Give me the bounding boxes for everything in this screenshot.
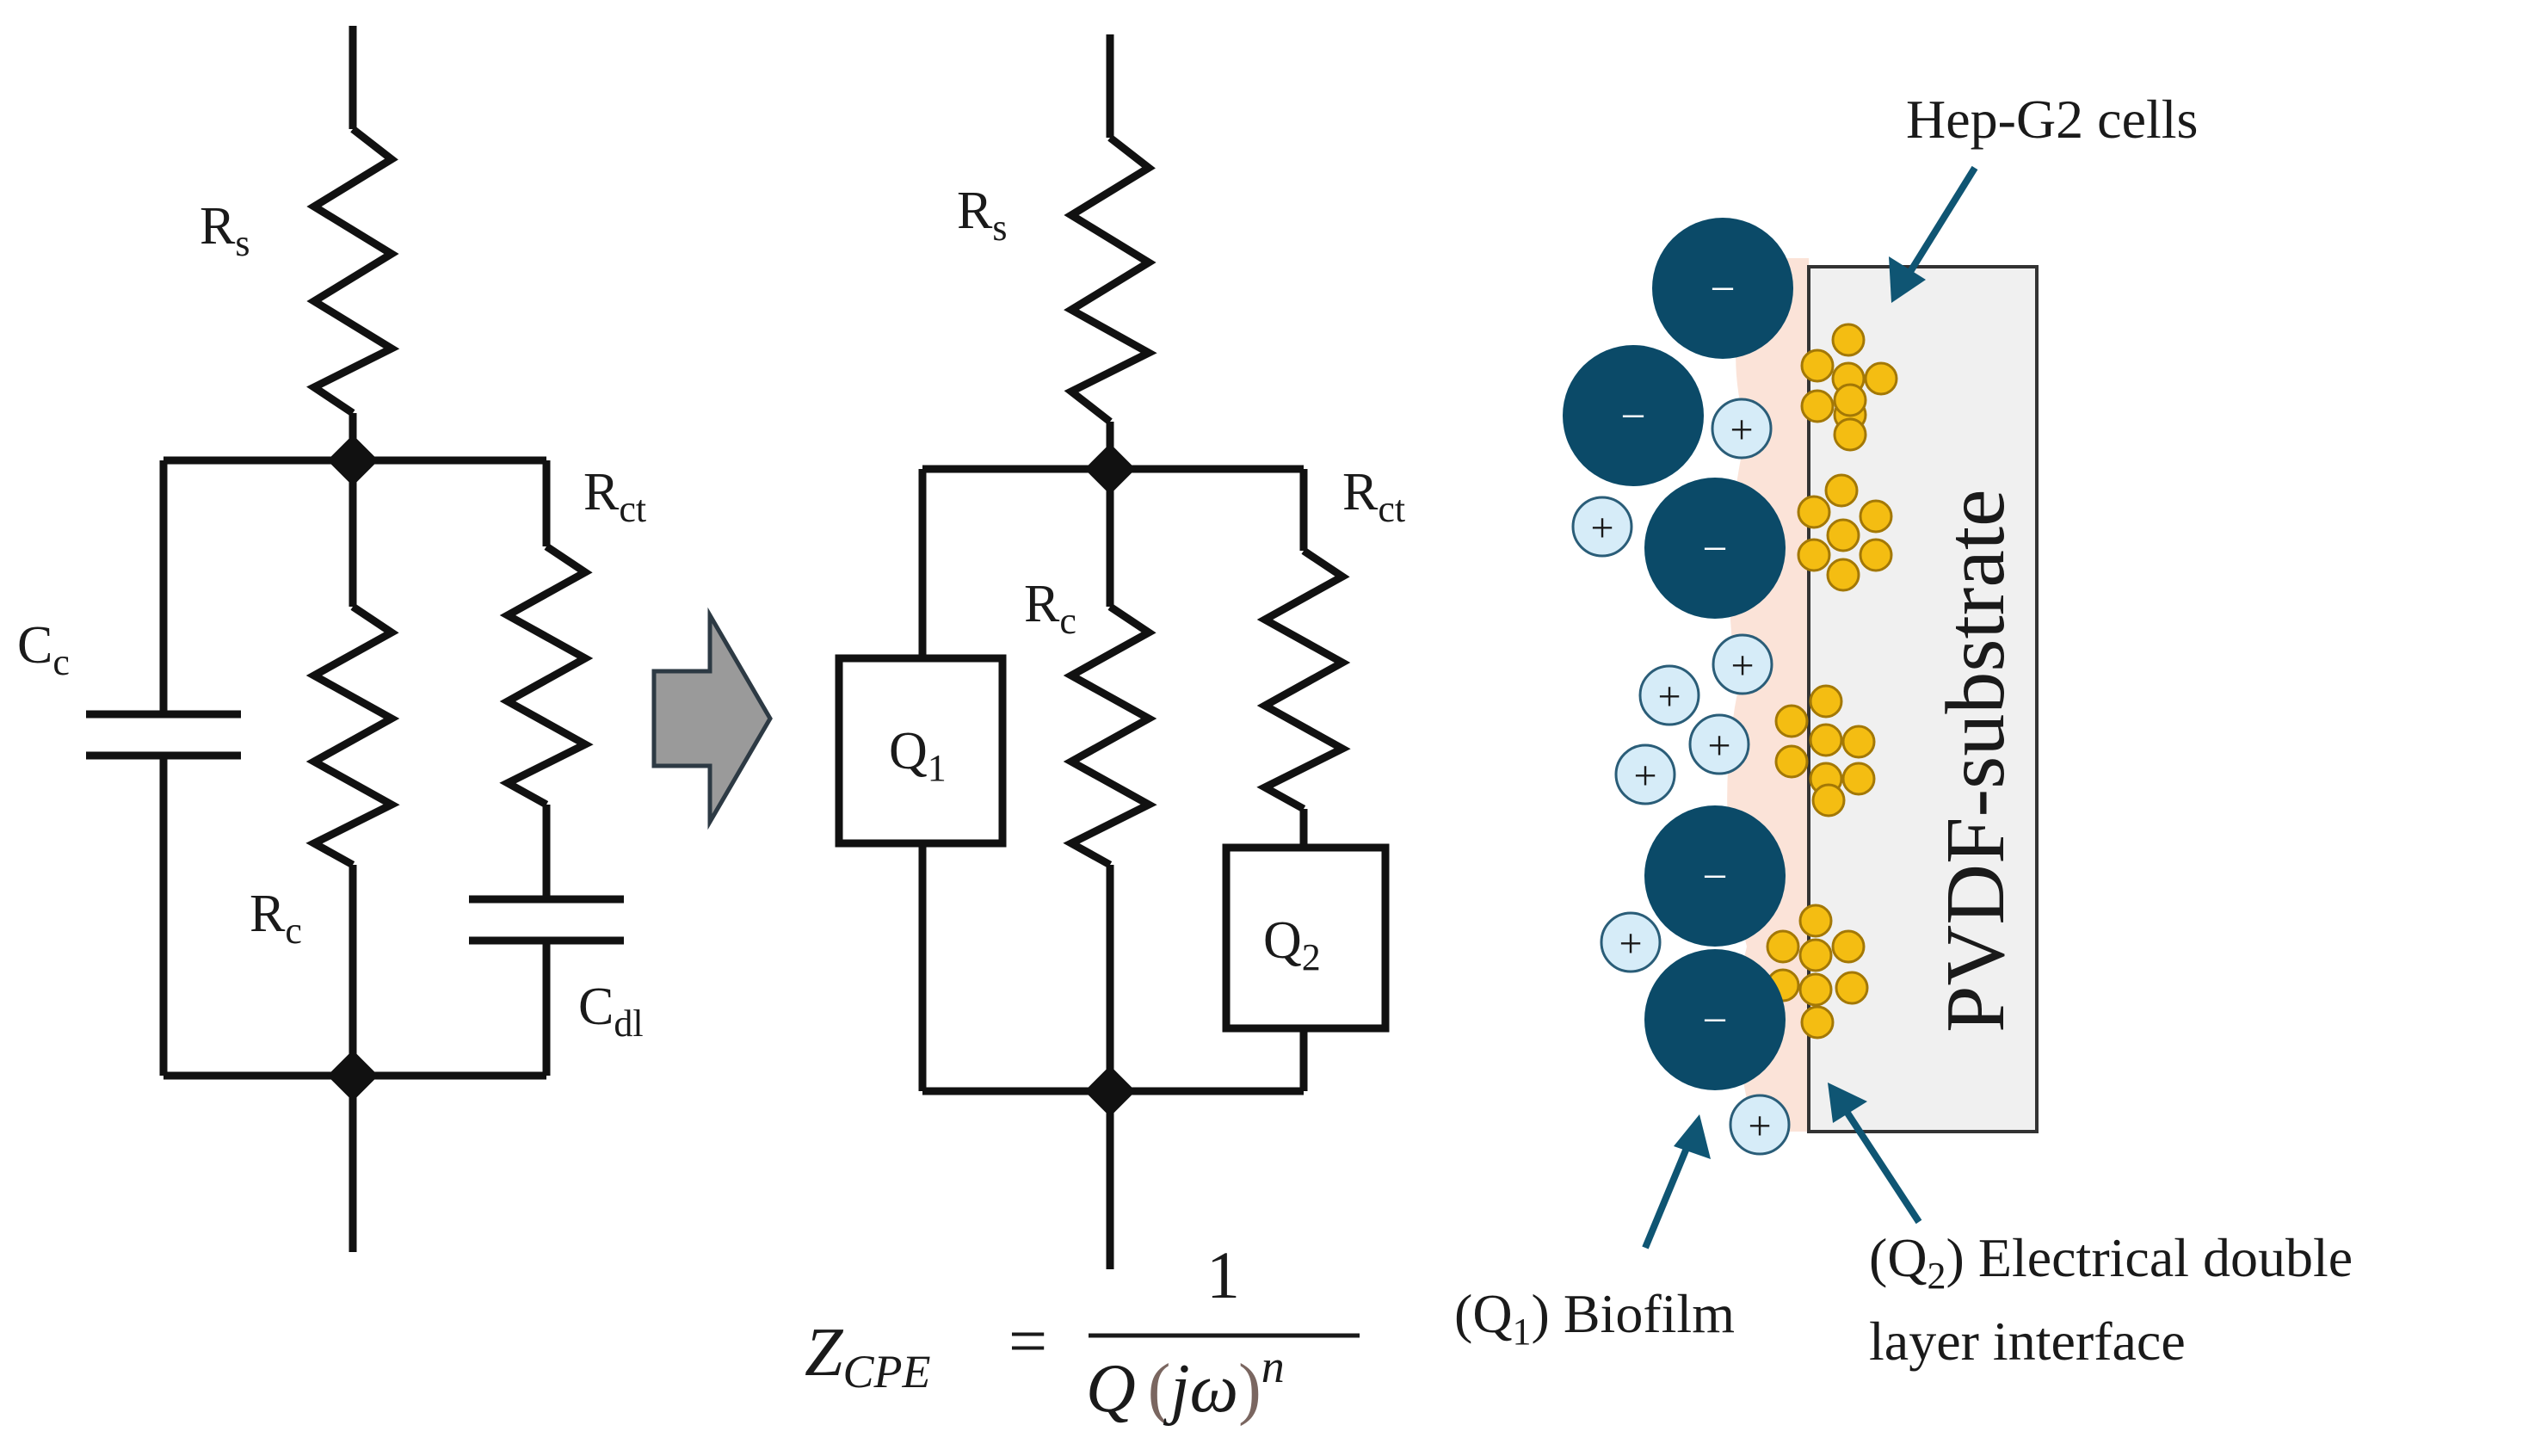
- positive-ion: [1600, 911, 1662, 973]
- hep-g2-cells-label: Hep-G2 cells: [1906, 89, 2198, 150]
- formula-numerator: 1: [1206, 1237, 1240, 1312]
- cell-dot: [1831, 323, 1866, 357]
- transition-arrow-icon: [651, 607, 773, 830]
- cell-dot: [1824, 473, 1859, 508]
- cell-dot: [1841, 762, 1876, 796]
- cell-dot: [1841, 725, 1876, 759]
- arrow-double-layer: [1834, 1095, 1922, 1225]
- circuit-b-label-rc: Rc: [1024, 575, 1076, 642]
- cell-dot: [1797, 495, 1831, 529]
- negative-ion: [1644, 478, 1786, 619]
- cell-dot: [1831, 929, 1866, 964]
- positive-ion-sign: +: [1707, 723, 1730, 768]
- circuit-a-label-cc: Cc: [17, 616, 70, 683]
- cell-dot: [1800, 349, 1835, 383]
- negative-ion: [1644, 805, 1786, 947]
- cell-dot: [1864, 361, 1898, 396]
- arrow-cells-head-icon: [1889, 256, 1926, 303]
- positive-ion: [1571, 496, 1633, 558]
- positive-ion-sign: +: [1730, 407, 1753, 453]
- positive-ion-sign: +: [1657, 674, 1681, 719]
- arrow-double-layer-head-icon: [1828, 1083, 1867, 1123]
- cell-dot: [1833, 383, 1867, 417]
- positive-ion: [1614, 743, 1676, 805]
- cell-dot: [1798, 972, 1833, 1007]
- circuit-a: Rs Rct Cc Rc Cdl: [17, 26, 646, 1252]
- hep-g2-cell-clusters: [1766, 323, 1898, 1040]
- circuit-b-resistor-rs: [1064, 134, 1157, 425]
- annotation-arrows: [1642, 165, 1978, 1249]
- circuit-b-label-rct: Rct: [1342, 463, 1405, 530]
- circuit-a-label-rc: Rc: [250, 885, 302, 952]
- arrow-cells: [1897, 165, 1978, 291]
- circuit-a-label-rct: Rct: [583, 463, 646, 530]
- negative-ion-sign: −: [1702, 853, 1727, 902]
- cell-dot: [1766, 929, 1800, 964]
- circuit-b-resistor-rct: [1256, 547, 1351, 812]
- negative-ion: [1563, 345, 1704, 486]
- circuit-a-resistor-rc: [305, 603, 400, 868]
- arrow-biofilm-head-icon: [1674, 1114, 1711, 1159]
- circuit-a-resistor-rs: [306, 126, 400, 416]
- cell-dot: [1835, 971, 1869, 1005]
- positive-ion-sign: +: [1633, 753, 1656, 799]
- negative-ions: − − − − −: [1563, 218, 1793, 1090]
- circuit-b-label-q1: Q1: [889, 722, 947, 789]
- cell-dot: [1800, 389, 1835, 423]
- positive-ion: [1688, 713, 1750, 775]
- cell-dot: [1797, 538, 1831, 572]
- formula-denominator: Q(jω)n: [1086, 1341, 1285, 1427]
- circuit-b-label-rs: Rs: [957, 182, 1007, 249]
- circuit-b: Rs Rct Rc Q1 Q2: [835, 34, 1405, 1269]
- cell-dot: [1774, 704, 1809, 738]
- circuit-a-label-cdl: Cdl: [578, 978, 644, 1045]
- cell-dot: [1798, 904, 1833, 938]
- positive-ion: [1729, 1094, 1791, 1156]
- cell-dot: [1809, 684, 1843, 719]
- positive-ion-sign: +: [1730, 643, 1754, 688]
- positive-ions: + + + + + + + +: [1571, 398, 1791, 1156]
- cpe-formula: ZCPE = 1 Q(jω)n: [805, 1237, 1360, 1427]
- double-layer-label-line1: (Q2) Electrical double: [1869, 1227, 2353, 1297]
- negative-ion-sign: −: [1702, 525, 1727, 574]
- positive-ion-sign: +: [1590, 505, 1613, 551]
- biofilm-label: (Q1) Biofilm: [1454, 1283, 1735, 1353]
- positive-ion: [1712, 633, 1773, 695]
- cell-dot: [1811, 783, 1846, 817]
- cell-dot: [1798, 938, 1833, 972]
- cell-dot: [1826, 518, 1860, 552]
- arrow-biofilm: [1642, 1130, 1697, 1249]
- positive-ion: [1638, 664, 1700, 726]
- circuit-b-resistor-rc: [1063, 603, 1157, 868]
- biofilm-illustration: PVDF-substrate: [1454, 89, 2353, 1372]
- cell-dot: [1809, 723, 1843, 757]
- cell-dot: [1859, 499, 1893, 534]
- negative-ion-sign: −: [1620, 392, 1645, 441]
- substrate-label: PVDF-substrate: [1929, 489, 2022, 1033]
- circuit-a-label-rs: Rs: [200, 197, 250, 264]
- formula-equals: =: [1009, 1304, 1047, 1379]
- circuit-b-label-q2: Q2: [1263, 911, 1321, 978]
- positive-ion: [1711, 398, 1773, 460]
- positive-ion-sign: +: [1619, 921, 1642, 966]
- double-layer-label-line2: layer interface: [1869, 1311, 2186, 1372]
- negative-ion: [1644, 949, 1786, 1090]
- circuit-b-q1-box: [835, 654, 1007, 848]
- cell-dot: [1800, 1005, 1835, 1040]
- formula-lhs: ZCPE: [805, 1315, 931, 1397]
- circuit-a-resistor-rct: [499, 543, 594, 808]
- negative-ion: [1652, 218, 1793, 359]
- circuit-b-q2-box: [1222, 843, 1390, 1033]
- cell-dot: [1859, 538, 1893, 572]
- cell-dot: [1833, 417, 1867, 452]
- positive-ion-sign: +: [1748, 1103, 1771, 1149]
- cell-dot: [1826, 558, 1860, 592]
- negative-ion-sign: −: [1710, 265, 1735, 314]
- negative-ion-sign: −: [1702, 996, 1727, 1046]
- cell-dot: [1774, 744, 1809, 779]
